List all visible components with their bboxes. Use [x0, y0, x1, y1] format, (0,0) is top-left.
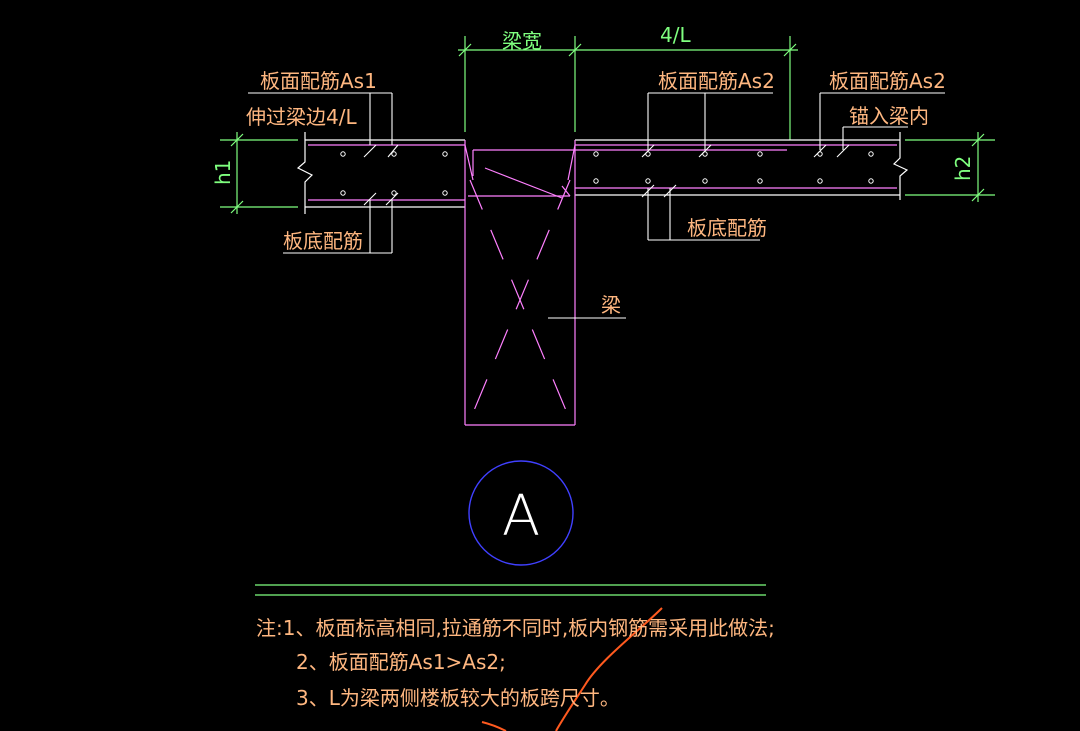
- label-anchor: 锚入梁内: [849, 104, 929, 128]
- label-h2: h2: [951, 156, 975, 181]
- markup-stroke-small: [481, 721, 507, 731]
- detail-mark: A: [502, 484, 540, 549]
- label-beam-width: 梁宽: [502, 29, 542, 53]
- slab-outline: [296, 132, 909, 214]
- note-line-1: 注:1、板面标高相同,拉通筋不同时,板内钢筋需采用此做法;: [256, 616, 775, 640]
- rebar-dots: [340, 151, 874, 196]
- label-bottom-right: 板底配筋: [687, 216, 767, 240]
- dimension-lines: [220, 36, 995, 596]
- markup-stroke: [555, 607, 663, 731]
- leader-lines: [248, 92, 945, 319]
- label-extend: 伸过梁边4/L: [246, 105, 357, 129]
- label-quarter-span: 4/L: [660, 23, 691, 47]
- label-bottom-left: 板底配筋: [283, 229, 363, 253]
- note-line-2: 2、板面配筋As1>As2;: [296, 650, 506, 674]
- label-top-as2-right: 板面配筋As2: [829, 69, 946, 93]
- detail-circle: [468, 460, 574, 566]
- label-top-as1: 板面配筋As1: [260, 69, 377, 93]
- label-h1: h1: [211, 160, 235, 185]
- beam-section: [464, 140, 576, 426]
- label-beam: 梁: [601, 293, 621, 317]
- label-top-as2-mid: 板面配筋As2: [658, 69, 775, 93]
- note-line-3: 3、L为梁两侧楼板较大的板跨尺寸。: [296, 686, 620, 710]
